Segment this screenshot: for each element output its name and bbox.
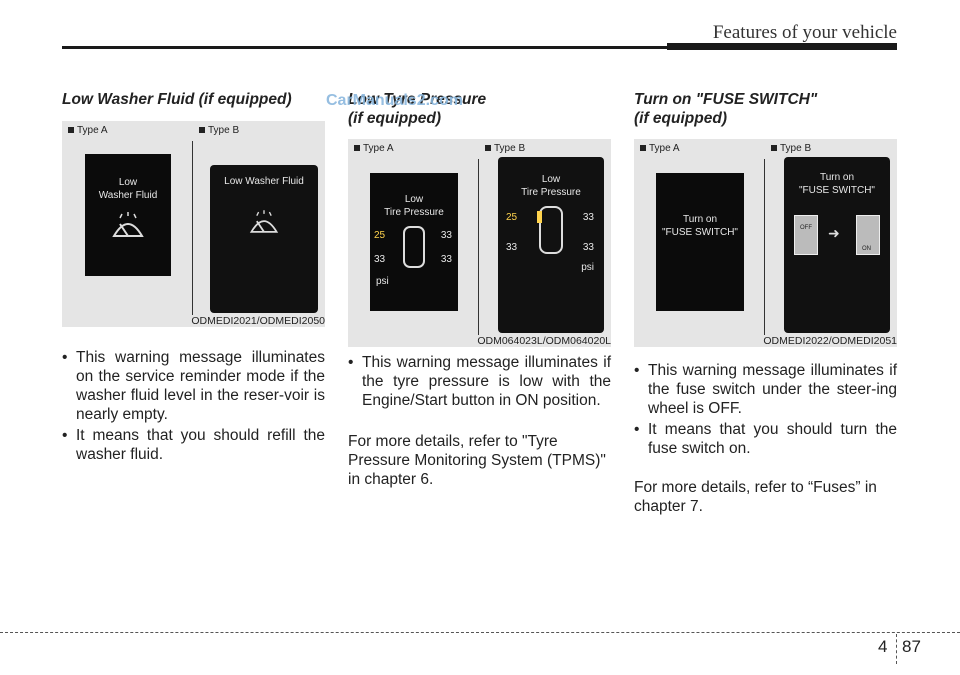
type-a-label: Type A bbox=[68, 125, 108, 136]
car-top-icon bbox=[537, 206, 563, 254]
unit-label: psi bbox=[581, 262, 594, 273]
figure-divider bbox=[192, 141, 193, 315]
tire-value-rear-right: 33 bbox=[440, 254, 452, 265]
figure-washer-fluid: Type A Type B Low Washer Fluid Low Washe… bbox=[62, 121, 325, 327]
type-a-label: Type A bbox=[640, 143, 680, 154]
watermark-text: CarManuals2.com bbox=[326, 92, 463, 109]
tire-value-front-right: 33 bbox=[440, 230, 452, 241]
washer-fluid-icon bbox=[112, 212, 144, 237]
bullet-list: This warning message illuminates on the … bbox=[62, 348, 325, 466]
tire-value-front-right: 33 bbox=[582, 212, 594, 223]
screen-text: Turn on bbox=[819, 172, 855, 183]
section-title: Low Tyre Pressure bbox=[348, 91, 487, 108]
screen-text: Washer Fluid bbox=[98, 190, 158, 201]
list-item: This warning message illuminates if the … bbox=[348, 353, 611, 410]
header-rule bbox=[62, 46, 897, 49]
bullet-list: This warning message illuminates if the … bbox=[634, 361, 897, 460]
figure-divider bbox=[764, 159, 765, 335]
display-screen-b: Low Tire Pressure 25 33 33 33 psi bbox=[498, 157, 604, 333]
screen-text: "FUSE SWITCH" bbox=[799, 185, 875, 196]
screen-text: "FUSE SWITCH" bbox=[662, 227, 738, 238]
figure-caption: ODM064023L/ODM064020L bbox=[477, 335, 611, 347]
tire-value-front-left: 25 bbox=[506, 212, 518, 223]
figure-caption: ODMEDI2021/ODMEDI2050 bbox=[191, 315, 325, 327]
tire-value-rear-left: 33 bbox=[374, 254, 386, 265]
type-b-label: Type B bbox=[771, 143, 811, 154]
tire-value-rear-right: 33 bbox=[582, 242, 594, 253]
bullet-list: This warning message illuminates if the … bbox=[348, 353, 611, 412]
figure-fuse-switch: Type A Type B Turn on "FUSE SWITCH" Turn… bbox=[634, 139, 897, 347]
section-low-tyre-pressure: Low Tyre Pressure (if equipped) Type A T… bbox=[348, 90, 611, 488]
screen-text: Tire Pressure bbox=[521, 187, 581, 198]
screen-text: Low Washer Fluid bbox=[224, 176, 304, 187]
section-title: Low Washer Fluid (if equipped) bbox=[62, 91, 292, 108]
tire-value-front-left: 25 bbox=[374, 230, 386, 241]
type-b-label: Type B bbox=[485, 143, 525, 154]
type-b-label: Type B bbox=[199, 125, 239, 136]
reference-note: For more details, refer to “Fuses” in ch… bbox=[634, 479, 877, 515]
figure-tyre-pressure: Type A Type B Low Tire Pressure 25 33 33… bbox=[348, 139, 611, 347]
section-title-sub: (if equipped) bbox=[348, 110, 441, 127]
header-tab bbox=[667, 43, 897, 50]
display-screen-a: Low Tire Pressure 25 33 33 33 psi bbox=[370, 173, 458, 311]
tire-value-rear-left: 33 bbox=[506, 242, 518, 253]
car-top-icon bbox=[403, 226, 425, 268]
figure-divider bbox=[478, 159, 479, 335]
page-number-separator bbox=[896, 634, 898, 664]
reference-note: For more details, refer to "Tyre Pressur… bbox=[348, 433, 606, 488]
display-screen-b: Turn on "FUSE SWITCH" OFF ➜ ON bbox=[784, 157, 890, 333]
chapter-number: 4 bbox=[878, 637, 888, 656]
type-a-label: Type A bbox=[354, 143, 394, 154]
fuse-switch-off-icon: OFF bbox=[794, 215, 818, 255]
tire-diagram: 25 33 33 33 bbox=[370, 225, 458, 275]
section-low-washer-fluid: Low Washer Fluid (if equipped) Type A Ty… bbox=[62, 90, 325, 463]
screen-text: Turn on bbox=[682, 214, 718, 225]
screen-text: Low bbox=[404, 194, 424, 205]
arrow-right-icon: ➜ bbox=[828, 225, 840, 241]
section-title: Turn on "FUSE SWITCH" bbox=[634, 91, 818, 108]
unit-label: psi bbox=[376, 276, 389, 287]
screen-text: Low bbox=[118, 177, 138, 188]
fuse-switch-diagram: OFF ➜ ON bbox=[784, 215, 890, 265]
display-screen-a: Turn on "FUSE SWITCH" bbox=[656, 173, 744, 311]
display-screen-a: Low Washer Fluid bbox=[85, 154, 171, 276]
section-title-sub: (if equipped) bbox=[634, 110, 727, 127]
page-header-title: Features of your vehicle bbox=[712, 22, 897, 43]
washer-fluid-icon bbox=[249, 210, 279, 233]
footer-rule bbox=[0, 632, 960, 633]
section-fuse-switch: Turn on "FUSE SWITCH" (if equipped) Type… bbox=[634, 90, 897, 515]
screen-text: Low bbox=[541, 174, 561, 185]
list-item: This warning message illuminates on the … bbox=[62, 348, 325, 424]
page-number: 87 bbox=[902, 637, 921, 656]
screen-text: Tire Pressure bbox=[384, 207, 444, 218]
display-screen-b: Low Washer Fluid bbox=[210, 165, 318, 313]
list-item: It means that you should turn the fuse s… bbox=[634, 420, 897, 458]
list-item: This warning message illuminates if the … bbox=[634, 361, 897, 418]
figure-caption: ODMEDI2022/ODMEDI2051 bbox=[763, 335, 897, 347]
fuse-switch-on-icon: ON bbox=[856, 215, 880, 255]
list-item: It means that you should refill the wash… bbox=[62, 426, 325, 464]
tire-diagram: 25 33 33 33 bbox=[498, 205, 604, 261]
